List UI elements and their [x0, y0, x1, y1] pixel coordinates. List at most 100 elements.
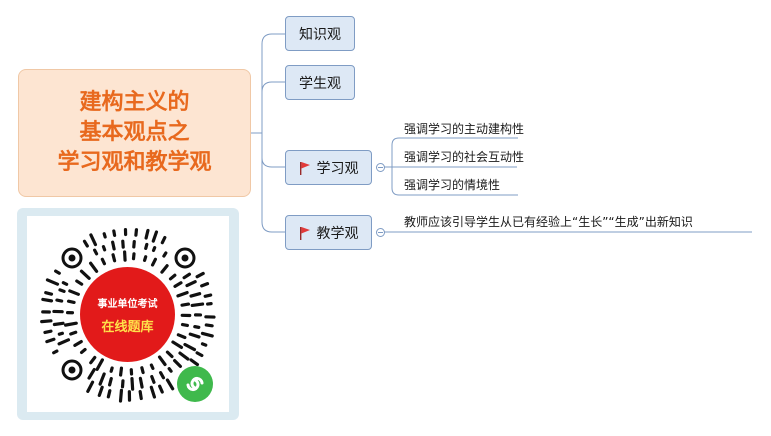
- qr-dash: [140, 366, 145, 375]
- qr-code-frame: 事业单位考试 在线题库: [17, 208, 239, 420]
- flag-icon: [299, 161, 310, 175]
- qr-dash: [54, 269, 61, 275]
- qr-dash: [79, 269, 91, 280]
- qr-dash: [165, 378, 175, 391]
- qr-dash: [52, 321, 65, 327]
- qr-dash: [144, 242, 149, 250]
- qr-dash: [45, 337, 56, 344]
- qr-dash: [63, 321, 78, 327]
- qr-dash: [89, 261, 99, 273]
- qr-dash: [138, 376, 144, 389]
- qr-dash: [178, 351, 190, 361]
- qr-dash: [69, 330, 78, 336]
- qr-dash: [188, 332, 201, 339]
- topic-student-label: 学生观: [299, 75, 341, 92]
- qr-dash: [101, 245, 107, 252]
- qr-dash: [200, 342, 208, 347]
- qr-dash: [108, 376, 113, 387]
- topic-learning[interactable]: 学习观: [285, 150, 372, 185]
- qr-dash: [66, 299, 76, 304]
- root-line-2: 基本观点之: [79, 120, 190, 145]
- qr-dash: [102, 232, 107, 239]
- qr-dash: [176, 333, 187, 340]
- qr-dash: [87, 367, 96, 380]
- qr-dash: [44, 291, 54, 296]
- qr-dash: [111, 253, 117, 263]
- qr-dash: [180, 322, 189, 328]
- qr-badge-line-1: 事业单位考试: [97, 298, 158, 310]
- learning-item-1[interactable]: 强调学习的主动建构性: [404, 122, 525, 136]
- qr-dash: [162, 251, 168, 258]
- qr-dash: [61, 281, 69, 286]
- qr-dash: [173, 281, 183, 288]
- topic-teaching-label: 教学观: [316, 225, 359, 242]
- qr-dash: [57, 331, 64, 336]
- qr-code[interactable]: 事业单位考试 在线题库: [27, 216, 229, 412]
- learning-item-2[interactable]: 强调学习的社会互动性: [404, 150, 525, 164]
- qr-dash: [200, 331, 214, 338]
- qr-dash: [144, 228, 150, 240]
- qr-dash: [45, 278, 60, 286]
- qr-dash: [89, 233, 98, 247]
- qr-dash: [195, 351, 204, 358]
- qr-pattern: [40, 228, 216, 403]
- topic-student[interactable]: 学生观: [285, 65, 355, 100]
- qr-dash: [185, 280, 197, 288]
- leaf-line-3: [391, 167, 518, 196]
- teaching-item-1[interactable]: 教师应该引导学生从已有经验上“生长”“生成”出新知识: [404, 215, 693, 229]
- qr-dash: [189, 358, 200, 367]
- qr-dash: [149, 363, 155, 370]
- collapse-learning-button[interactable]: [376, 163, 385, 172]
- qr-dash: [203, 293, 213, 298]
- qr-dash: [195, 271, 205, 279]
- qr-dash: [57, 338, 71, 346]
- qr-dash: [171, 340, 184, 349]
- qr-dash: [138, 389, 143, 401]
- qr-dash: [134, 228, 139, 237]
- branch-line-student: [261, 81, 285, 133]
- qr-dash: [73, 340, 83, 347]
- qr-dash: [142, 255, 148, 262]
- topic-knowledge[interactable]: 知识观: [285, 16, 355, 51]
- qr-dash: [79, 347, 87, 355]
- qr-dash: [118, 388, 124, 403]
- qr-dash: [158, 371, 166, 380]
- qr-dash: [86, 380, 95, 393]
- root-line-3: 学习观和教学观: [57, 150, 212, 175]
- branch-line-knowledge: [261, 33, 285, 133]
- qr-dash: [93, 248, 99, 256]
- branch-line-learning: [261, 133, 285, 168]
- qr-dash: [119, 366, 124, 377]
- miniprogram-icon: [177, 366, 213, 402]
- qr-dash: [98, 372, 106, 386]
- qr-dash: [52, 349, 59, 355]
- qr-dash: [173, 359, 182, 368]
- qr-dash: [165, 350, 174, 359]
- topic-knowledge-label: 知识观: [299, 26, 341, 43]
- qr-dash: [89, 355, 97, 365]
- qr-dash: [183, 342, 197, 352]
- learning-item-3[interactable]: 强调学习的情境性: [404, 178, 501, 192]
- qr-dash: [193, 325, 201, 329]
- topic-teaching[interactable]: 教学观: [285, 215, 372, 250]
- qr-dash: [180, 302, 191, 307]
- root-topic[interactable]: 建构主义的 基本观点之 学习观和教学观: [18, 69, 251, 197]
- collapse-teaching-button[interactable]: [376, 228, 385, 237]
- qr-dash: [150, 257, 157, 267]
- qr-dash: [100, 257, 107, 266]
- qr-dash: [149, 385, 157, 399]
- qr-dash: [182, 272, 192, 280]
- qr-dash: [151, 230, 159, 243]
- leaf-line-1: [391, 137, 518, 167]
- qr-dash: [204, 323, 214, 328]
- qr-dash: [55, 298, 64, 303]
- qr-dash: [130, 376, 135, 391]
- qr-dash: [160, 264, 169, 274]
- qr-dash: [41, 297, 54, 303]
- qr-dash: [157, 355, 167, 367]
- qr-dash: [68, 289, 80, 296]
- qr-dash: [97, 385, 104, 397]
- qr-dash: [58, 288, 66, 293]
- qr-badge: 事业单位考试 在线题库: [80, 267, 175, 362]
